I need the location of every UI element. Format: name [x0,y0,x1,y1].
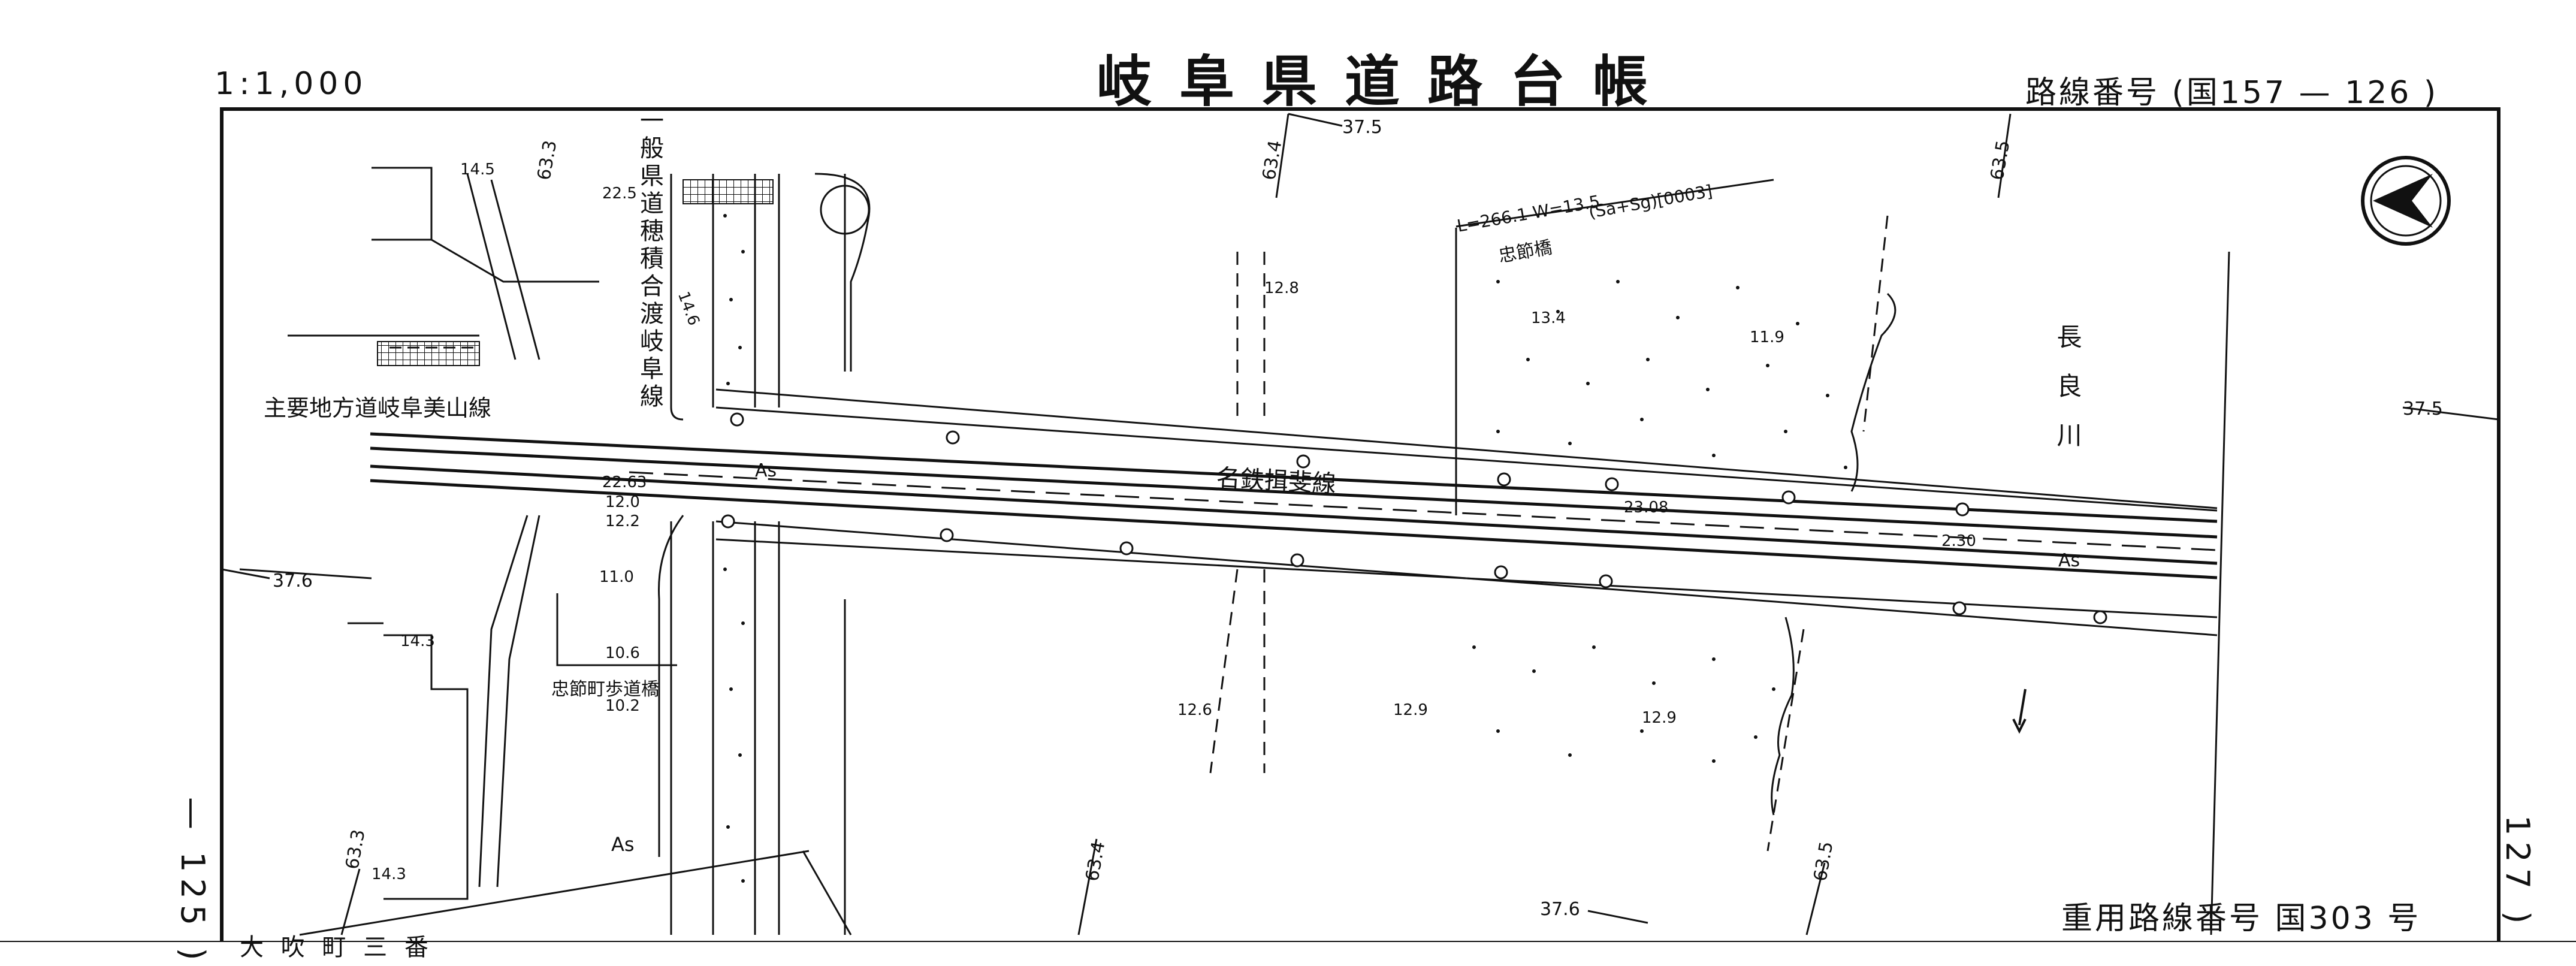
bottom-district-label: 大 吹 町 三 番 [240,934,433,961]
elevation-label: 2.30 [1941,532,1976,550]
railway-name: 名鉄揖斐線 [1215,464,1337,499]
median-dots [723,214,745,883]
elevation-label: 12.8 [1264,279,1299,297]
next-sheet-link[interactable]: 127 ) [2499,815,2536,930]
pref-road-edges [670,174,846,935]
top-circle [820,185,870,235]
elevation-label: 11.0 [599,568,634,586]
top-island [814,173,871,372]
page-title: 岐阜県道路台帳 [1097,50,1676,114]
elevation-label: 10.2 [605,697,640,715]
elevation-label: 11.9 [1750,328,1784,346]
contour-label: 37.5 [2403,399,2443,419]
outer-road-edges [715,388,2218,636]
elevation-label: 10.6 [605,644,640,662]
river-name: 長良川 [2053,324,2082,471]
route-number: 路線番号 (国157 — 126 ) [2025,75,2439,111]
map-linework [0,107,2576,942]
elevation-label: 14.5 [460,161,495,179]
street-lights [721,412,2107,624]
elevation-label: 12.9 [1642,709,1677,727]
contour-label: 37.6 [1540,899,1580,920]
surface-as-label: As [2058,550,2080,571]
footbridge-name: 忠節町歩道橋 [551,679,659,700]
elevation-label: 22.5 [602,185,637,203]
contour-leaders [221,113,2499,935]
elevation-label: 14.3 [400,632,435,650]
elevation-label: 12.0 [605,493,640,511]
prev-sheet-link[interactable]: — 125 ) [174,797,212,966]
elevation-label: 14.3 [372,865,406,883]
main-road-edges [370,432,2218,579]
bridge-spec-leader [1455,179,1774,228]
heavy-route-number: 重用路線番号 国303 号 [2061,901,2421,937]
elevation-label: 12.6 [1177,701,1212,719]
pref-road-name: 一般県道穂積合渡岐阜線 [636,108,663,411]
elevation-label: 22.63 [602,473,647,491]
river-stipple [1472,280,1847,763]
elevation-label: 12.2 [605,512,640,530]
surface-as-label: As [755,460,777,481]
north-arrow-icon [2361,156,2451,246]
railway-centerline [629,471,2218,551]
bridge-piers [1209,215,1889,852]
river-banks [1455,228,2230,935]
left-structures [239,167,852,936]
contour-label: 37.6 [273,570,313,591]
map-frame [220,107,2500,942]
elevation-label: 12.9 [1393,701,1428,719]
hatching [377,179,774,366]
elevation-label: 13.4 [1531,309,1566,327]
scale-label: 1:1,000 [215,66,368,102]
flow-arrow-shaft [2018,689,2027,726]
surface-as-label: As [611,833,635,856]
contour-label: 37.5 [1342,117,1382,138]
main-local-road-name: 主要地方道岐阜美山線 [264,395,492,421]
elevation-label: 23.08 [1624,499,1669,517]
